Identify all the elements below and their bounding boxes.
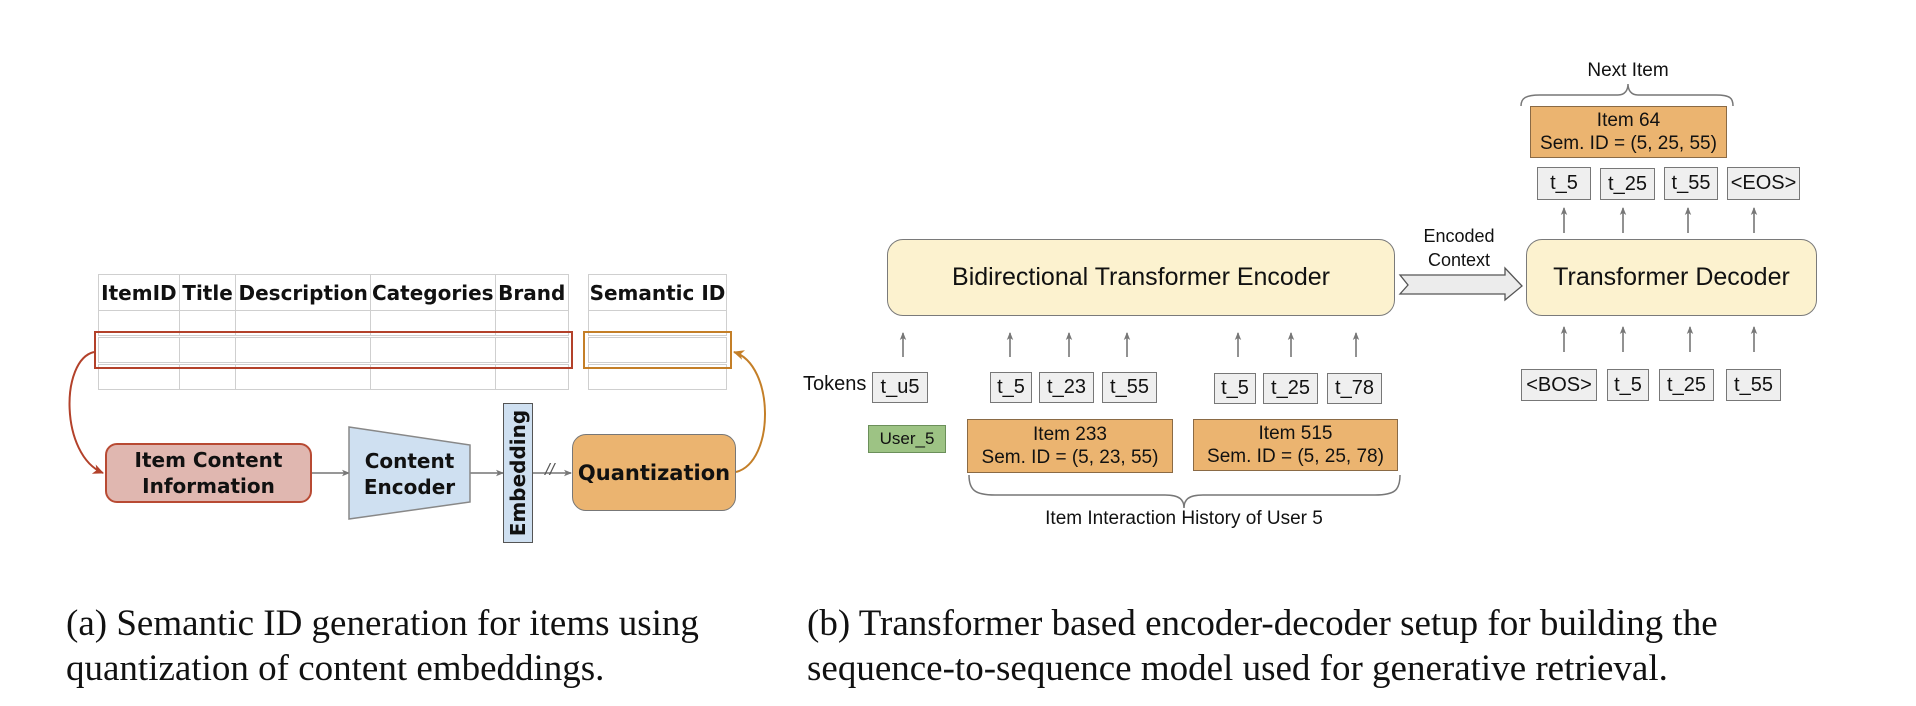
history-label: Item Interaction History of User 5 bbox=[1045, 508, 1323, 529]
caption-b-line1: (b) Transformer based encoder-decoder se… bbox=[807, 603, 1718, 644]
col-header-description: Description bbox=[235, 274, 372, 311]
next-item-name: Item 64 bbox=[1596, 110, 1661, 131]
rows-to-content-arrow bbox=[68, 351, 104, 474]
bidirectional-encoder-box: Bidirectional Transformer Encoder bbox=[887, 239, 1395, 316]
token-history-1-3: t_55 bbox=[1102, 372, 1157, 403]
caption-a-line2: quantization of content embeddings. bbox=[66, 648, 605, 689]
item-content-information-label: Item Content Information bbox=[134, 448, 283, 498]
caption-b-line2: sequence-to-sequence model used for gene… bbox=[807, 648, 1668, 689]
decoder-input-2: t_5 bbox=[1607, 369, 1649, 401]
table-row bbox=[98, 362, 569, 390]
decoder-input-4: t_55 bbox=[1726, 369, 1781, 401]
encoded-context-line2: Context bbox=[1427, 250, 1491, 270]
history-item-233: Item 233 Sem. ID = (5, 23, 55) bbox=[967, 419, 1173, 473]
history-item-515-semid: Sem. ID = (5, 25, 78) bbox=[1207, 446, 1384, 467]
next-item-label: Next Item bbox=[1587, 60, 1669, 81]
tokens-label: Tokens bbox=[803, 373, 867, 395]
history-item-515-name: Item 515 bbox=[1258, 423, 1333, 444]
token-history-2-3: t_78 bbox=[1327, 373, 1382, 404]
encoded-context-arrow bbox=[1398, 266, 1523, 302]
history-item-233-semid: Sem. ID = (5, 23, 55) bbox=[981, 447, 1159, 468]
highlighted-semantic-id-cell bbox=[583, 331, 732, 369]
col-header-title: Title bbox=[178, 274, 237, 311]
content-encoder-label-line2: Encoder bbox=[363, 474, 456, 499]
quantization-to-semantic-arrow bbox=[733, 350, 766, 473]
next-item-brace bbox=[1520, 83, 1734, 107]
item-content-information-box: Item Content Information bbox=[105, 443, 312, 503]
history-brace bbox=[968, 474, 1401, 509]
col-header-categories: Categories bbox=[370, 274, 496, 311]
decoder-input-3: t_25 bbox=[1659, 369, 1714, 401]
decoder-output-2: t_25 bbox=[1600, 168, 1655, 200]
token-history-2-2: t_25 bbox=[1263, 373, 1318, 404]
highlighted-item-row bbox=[94, 331, 573, 369]
embedding-label: Embedding bbox=[506, 409, 530, 537]
col-header-brand: Brand bbox=[494, 274, 569, 311]
encoder-label: Bidirectional Transformer Encoder bbox=[952, 263, 1330, 291]
encoded-context-line1: Encoded bbox=[1423, 226, 1495, 246]
next-item-semid: Sem. ID = (5, 25, 55) bbox=[1540, 133, 1717, 154]
caption-a-line1: (a) Semantic ID generation for items usi… bbox=[66, 603, 699, 644]
token-history-1-2: t_23 bbox=[1039, 372, 1094, 403]
table-row bbox=[98, 335, 569, 364]
table-row bbox=[588, 335, 727, 364]
encoded-context-label: Encoded Context bbox=[1420, 224, 1498, 272]
quantization-box: Quantization bbox=[572, 434, 736, 511]
next-item-64: Item 64 Sem. ID = (5, 25, 55) bbox=[1530, 106, 1727, 158]
user-box: User_5 bbox=[868, 425, 946, 453]
history-item-515: Item 515 Sem. ID = (5, 25, 78) bbox=[1193, 419, 1398, 471]
table-row bbox=[588, 362, 727, 390]
token-user: t_u5 bbox=[872, 372, 928, 403]
content-encoder-shape bbox=[348, 426, 471, 520]
decoder-output-3: t_55 bbox=[1664, 167, 1718, 200]
embedding-box: Embedding bbox=[503, 403, 533, 543]
decoder-output-eos: <EOS> bbox=[1727, 167, 1800, 200]
decoder-label: Transformer Decoder bbox=[1553, 263, 1790, 291]
token-history-1-1: t_5 bbox=[990, 372, 1032, 403]
col-header-semantic-id: Semantic ID bbox=[588, 274, 727, 311]
token-history-2-1: t_5 bbox=[1214, 373, 1256, 404]
history-item-233-name: Item 233 bbox=[1033, 424, 1107, 445]
col-header-itemid: ItemID bbox=[98, 274, 180, 311]
decoder-input-bos: <BOS> bbox=[1521, 369, 1597, 401]
content-encoder-box: Content Encoder bbox=[349, 445, 470, 502]
content-encoder-label-line1: Content bbox=[364, 448, 455, 473]
transformer-decoder-box: Transformer Decoder bbox=[1526, 239, 1817, 316]
decoder-output-1: t_5 bbox=[1537, 167, 1591, 200]
quantization-label: Quantization bbox=[577, 460, 731, 485]
stop-gradient-mark: // bbox=[545, 460, 555, 479]
